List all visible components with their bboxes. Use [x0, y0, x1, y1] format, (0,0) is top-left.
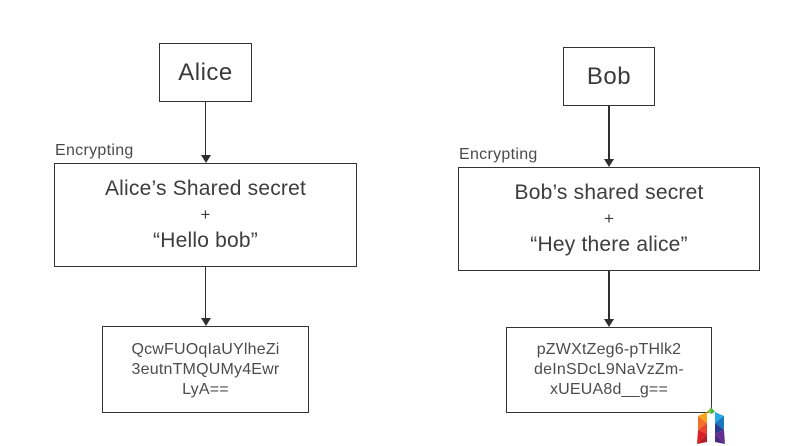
secret-line: Alice’s Shared secret [104, 177, 307, 200]
mosaic-arch-logo [697, 407, 725, 444]
cipher-box-alice: QcwFUOqIaUYlheZi 3eutnTMQUMy4Ewr LyA== [102, 326, 309, 413]
secret-section-alice: Encrypting Alice’s Shared secret + “Hell… [54, 142, 357, 267]
secret-line: Bob’s shared secret [514, 181, 704, 204]
stage-label-alice: Encrypting [55, 142, 134, 159]
arrow-head-icon [200, 318, 211, 326]
down-arrow-icon [602, 106, 616, 167]
cipher-text-line: xUEUA8d__g== [549, 381, 669, 398]
actor-box-bob: Bob [563, 47, 655, 106]
plus-sign: + [200, 205, 211, 224]
actor-label-bob: Bob [586, 62, 632, 90]
secret-box-bob: Bob’s shared secret + “Hey there alice” [458, 167, 760, 271]
cipher-text-line: deInSDcL9NaVzZm- [534, 361, 684, 378]
arrow-line [608, 271, 610, 319]
cipher-text-line: 3eutnTMQUMy4Ewr [131, 360, 280, 378]
arrow-head-icon [604, 319, 614, 327]
plus-sign: + [604, 209, 614, 228]
flow-alice: Alice Encrypting Alice’s Shared secret +… [54, 43, 357, 413]
arrow-line [204, 267, 207, 318]
down-arrow-icon [602, 271, 616, 327]
down-arrow-icon [199, 267, 213, 326]
cipher-box-bob: pZWXtZeg6-pTHlk2 deInSDcL9NaVzZm- xUEUA8… [506, 327, 712, 413]
arrow-line [608, 106, 610, 159]
arrow-head-icon [200, 155, 211, 163]
down-arrow-icon [199, 102, 213, 163]
arrow-line [204, 102, 207, 155]
actor-box-alice: Alice [159, 43, 252, 102]
secret-message: “Hello bob” [153, 229, 258, 252]
secret-box-alice: Alice’s Shared secret + “Hello bob” [54, 163, 357, 267]
arrow-head-icon [604, 159, 614, 167]
cipher-text-line: QcwFUOqIaUYlheZi [131, 340, 280, 358]
cipher-text-line: LyA== [182, 380, 229, 398]
flow-bob: Bob Encrypting Bob’s shared secret + “He… [458, 47, 760, 413]
secret-section-bob: Encrypting Bob’s shared secret + “Hey th… [458, 146, 760, 271]
cipher-text-line: pZWXtZeg6-pTHlk2 [536, 341, 682, 358]
stage-label-bob: Encrypting [459, 146, 538, 163]
secret-message: “Hey there alice” [530, 233, 688, 256]
actor-label-alice: Alice [178, 58, 233, 86]
